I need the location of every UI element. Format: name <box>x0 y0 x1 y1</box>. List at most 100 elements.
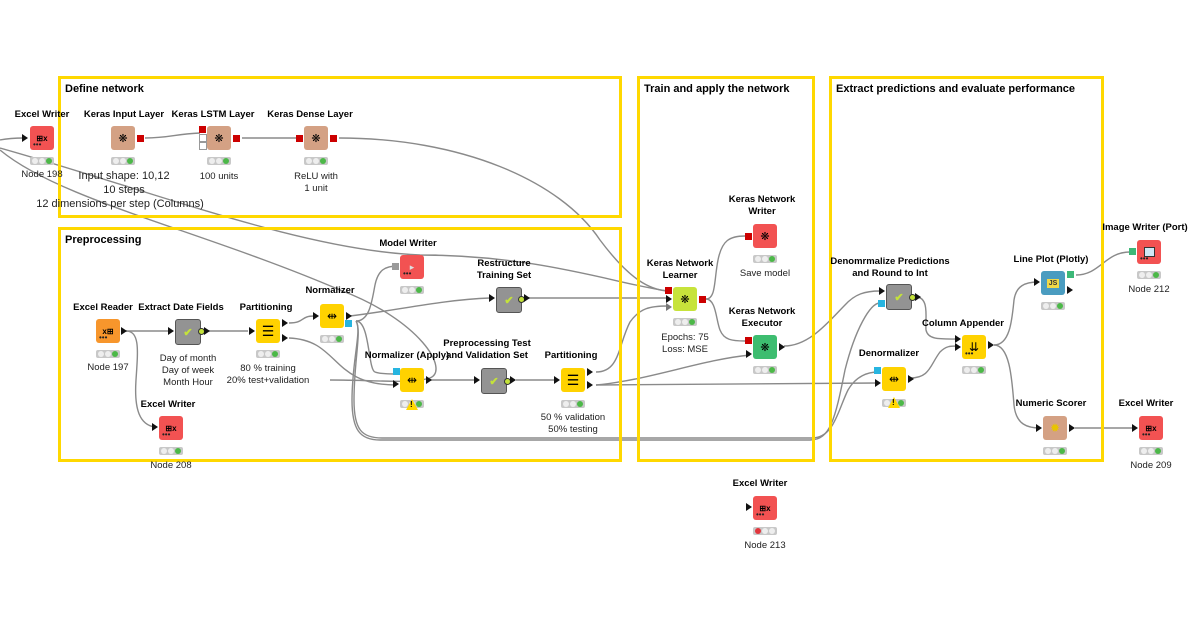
connection <box>355 265 399 322</box>
validation-data-port[interactable] <box>666 303 672 311</box>
node-box[interactable]: ✔ <box>481 368 507 394</box>
input-port[interactable] <box>393 380 399 388</box>
input-port[interactable] <box>1036 424 1042 432</box>
output-port-first[interactable] <box>282 319 288 327</box>
output-port[interactable] <box>510 376 516 384</box>
output-port[interactable] <box>524 294 530 302</box>
output-port[interactable] <box>121 327 127 335</box>
input-port[interactable] <box>199 126 206 133</box>
input-port[interactable] <box>152 423 158 431</box>
node-box[interactable]: ❋ <box>111 126 135 150</box>
input-port[interactable] <box>392 263 399 270</box>
network-input-port[interactable] <box>665 287 672 294</box>
node-box[interactable]: ☰ <box>561 368 585 392</box>
warning-icon[interactable]: ! <box>406 399 418 410</box>
annotation-train-apply[interactable]: Train and apply the network <box>637 76 815 462</box>
input-port[interactable] <box>489 294 495 302</box>
data-input-port[interactable] <box>746 350 752 358</box>
output-port[interactable] <box>699 296 706 303</box>
node-box[interactable]: ✔ <box>496 287 522 313</box>
input-port[interactable] <box>22 134 28 142</box>
node-box[interactable]: ⇹ <box>320 304 344 328</box>
input-port-1[interactable] <box>955 335 961 343</box>
keras-network-icon: ❋ <box>760 230 770 243</box>
input-port-2[interactable] <box>955 343 961 351</box>
node-box[interactable]: ⊞x ••• <box>30 126 54 150</box>
excel-writer-icon: ⊞x <box>759 503 771 513</box>
output-port[interactable] <box>1067 286 1073 294</box>
node-box[interactable]: JS <box>1041 271 1065 295</box>
output-port[interactable] <box>779 343 785 351</box>
node-box[interactable]: ⇹ <box>400 368 424 392</box>
input-port[interactable] <box>296 135 303 142</box>
node-box[interactable]: ❋ <box>753 224 777 248</box>
model-output-port[interactable] <box>345 320 352 327</box>
output-port-first[interactable] <box>587 368 593 376</box>
input-port[interactable] <box>249 327 255 335</box>
input-port[interactable] <box>745 233 752 240</box>
node-box[interactable]: ⇊ ••• <box>962 335 986 359</box>
input-port[interactable] <box>313 312 319 320</box>
training-data-port[interactable] <box>666 295 672 303</box>
node-box[interactable]: ❋ <box>673 287 697 311</box>
node-label: Training Set <box>476 270 532 281</box>
input-port[interactable] <box>168 327 174 335</box>
output-port[interactable] <box>233 135 240 142</box>
output-port[interactable] <box>1069 424 1075 432</box>
output-port[interactable] <box>204 327 210 335</box>
output-port[interactable] <box>915 293 921 301</box>
node-box[interactable]: x⊞ ••• <box>96 319 120 343</box>
annotation-title: Define network <box>65 83 144 95</box>
node-annotation: Node 197 <box>87 362 129 373</box>
model-input-port[interactable] <box>878 300 885 307</box>
annotation-preprocessing[interactable]: Preprocessing <box>58 227 622 462</box>
output-port[interactable] <box>137 135 144 142</box>
image-output-port[interactable] <box>1067 271 1074 278</box>
node-box[interactable]: ⊞x ••• <box>1139 416 1163 440</box>
output-port-second[interactable] <box>587 381 593 389</box>
annotation-extract-evaluate[interactable]: Extract predictions and evaluate perform… <box>829 76 1104 462</box>
node-box[interactable]: ❋ <box>753 335 777 359</box>
node-box[interactable]: ⇹ <box>882 367 906 391</box>
connection <box>993 344 1041 429</box>
network-input-port[interactable] <box>745 337 752 344</box>
node-label: Partitioning <box>544 350 598 361</box>
node-box[interactable]: ▸ ••• <box>400 255 424 279</box>
output-port-second[interactable] <box>282 334 288 342</box>
node-box[interactable]: ✔ <box>175 319 201 345</box>
status-lights <box>753 527 777 535</box>
input-port[interactable] <box>1132 424 1138 432</box>
node-box[interactable]: ✔ <box>886 284 912 310</box>
excel-reader-icon: x⊞ <box>102 326 114 336</box>
node-annotation: Save model <box>739 268 791 279</box>
output-port[interactable] <box>346 312 352 320</box>
output-port[interactable] <box>908 375 914 383</box>
optional-input-port[interactable] <box>199 142 207 150</box>
node-box[interactable]: ⊞x ••• <box>753 496 777 520</box>
output-port[interactable] <box>330 135 337 142</box>
output-port[interactable] <box>426 376 432 384</box>
input-port[interactable] <box>879 287 885 295</box>
warning-icon[interactable]: ! <box>888 397 900 408</box>
connection <box>288 315 315 324</box>
input-port[interactable] <box>875 379 881 387</box>
model-input-port[interactable] <box>393 368 400 375</box>
node-label: Excel Writer <box>1118 398 1174 409</box>
input-port[interactable] <box>554 376 560 384</box>
node-box[interactable]: ••• <box>1137 240 1161 264</box>
node-box[interactable]: ⊞x ••• <box>159 416 183 440</box>
node-box[interactable]: ❋ <box>304 126 328 150</box>
node-box[interactable]: ❋ <box>207 126 231 150</box>
annotation-define-network[interactable]: Define network <box>58 76 622 218</box>
node-box[interactable]: ☰ <box>256 319 280 343</box>
node-box[interactable]: ✹ <box>1043 416 1067 440</box>
image-input-port[interactable] <box>1129 248 1136 255</box>
connection <box>909 345 959 379</box>
model-input-port[interactable] <box>874 367 881 374</box>
optional-input-port[interactable] <box>199 134 207 142</box>
node-annotation: Input shape: 10,12 <box>78 170 170 182</box>
input-port[interactable] <box>746 503 752 511</box>
input-port[interactable] <box>474 376 480 384</box>
input-port[interactable] <box>1034 278 1040 286</box>
output-port[interactable] <box>988 341 994 349</box>
